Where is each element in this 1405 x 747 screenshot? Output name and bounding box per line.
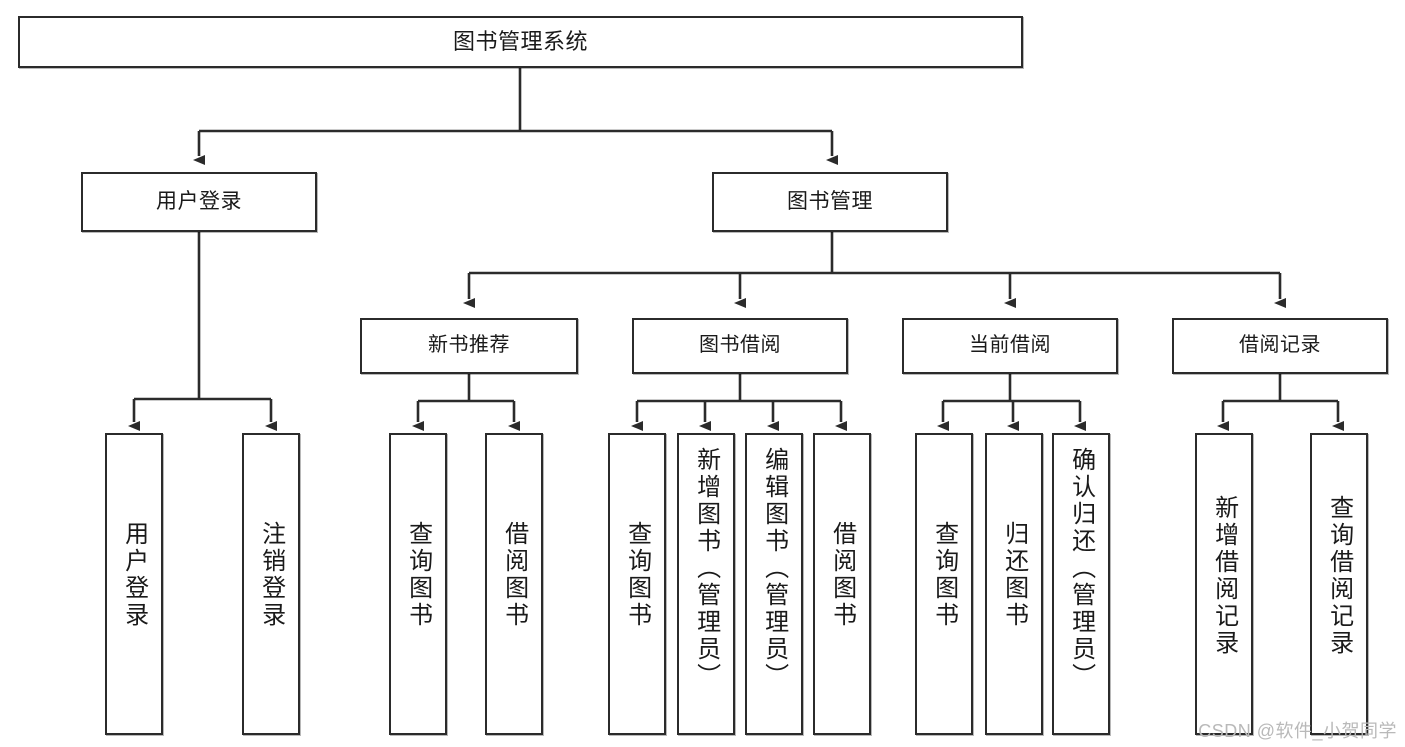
leaf-query-book-borrow[interactable]: 查询图书 bbox=[608, 433, 666, 735]
csdn-watermark: CSDN @软件_小贺同学 bbox=[1198, 721, 1397, 741]
node-user-login[interactable]: 用户登录 bbox=[81, 172, 317, 232]
node-label: 用户登录 bbox=[120, 521, 148, 629]
leaf-add-borrow-record[interactable]: 新增借阅记录 bbox=[1195, 433, 1253, 735]
leaf-query-borrow-record[interactable]: 查询借阅记录 bbox=[1310, 433, 1368, 735]
leaf-query-book-newbook[interactable]: 查询图书 bbox=[389, 433, 447, 735]
leaf-logout[interactable]: 注销登录 bbox=[242, 433, 300, 735]
node-book-borrow[interactable]: 图书借阅 bbox=[632, 318, 848, 374]
node-label: 图书借阅 bbox=[699, 334, 781, 357]
node-label: 新增图书（管理员） bbox=[692, 447, 720, 690]
node-new-book-recommend[interactable]: 新书推荐 bbox=[360, 318, 578, 374]
leaf-edit-book-admin[interactable]: 编辑图书（管理员） bbox=[745, 433, 803, 735]
node-borrow-record[interactable]: 借阅记录 bbox=[1172, 318, 1388, 374]
leaf-borrow-book[interactable]: 借阅图书 bbox=[813, 433, 871, 735]
node-label: 确认归还（管理员） bbox=[1067, 447, 1095, 690]
node-label: 查询图书 bbox=[404, 521, 432, 629]
node-book-management[interactable]: 图书管理 bbox=[712, 172, 948, 232]
node-label: 图书管理系统 bbox=[452, 29, 588, 55]
node-label: 借阅图书 bbox=[500, 521, 528, 629]
node-root-system[interactable]: 图书管理系统 bbox=[18, 16, 1023, 68]
node-label: 归还图书 bbox=[1000, 521, 1028, 629]
node-label: 借阅图书 bbox=[828, 521, 856, 629]
node-label: 查询图书 bbox=[930, 521, 958, 629]
node-current-borrow[interactable]: 当前借阅 bbox=[902, 318, 1118, 374]
node-label: 新增借阅记录 bbox=[1210, 495, 1238, 657]
node-label: 查询图书 bbox=[623, 521, 651, 629]
node-label: 借阅记录 bbox=[1239, 334, 1321, 357]
leaf-borrow-book-newbook[interactable]: 借阅图书 bbox=[485, 433, 543, 735]
node-label: 查询借阅记录 bbox=[1325, 495, 1353, 657]
node-label: 注销登录 bbox=[257, 521, 285, 629]
leaf-return-book[interactable]: 归还图书 bbox=[985, 433, 1043, 735]
node-label: 图书管理 bbox=[787, 189, 873, 213]
leaf-query-book-current[interactable]: 查询图书 bbox=[915, 433, 973, 735]
leaf-user-login[interactable]: 用户登录 bbox=[105, 433, 163, 735]
leaf-add-book-admin[interactable]: 新增图书（管理员） bbox=[677, 433, 735, 735]
node-label: 新书推荐 bbox=[428, 334, 510, 357]
node-label: 编辑图书（管理员） bbox=[760, 447, 788, 690]
node-label: 用户登录 bbox=[156, 189, 242, 213]
node-label: 当前借阅 bbox=[969, 334, 1051, 357]
leaf-confirm-return-admin[interactable]: 确认归还（管理员） bbox=[1052, 433, 1110, 735]
